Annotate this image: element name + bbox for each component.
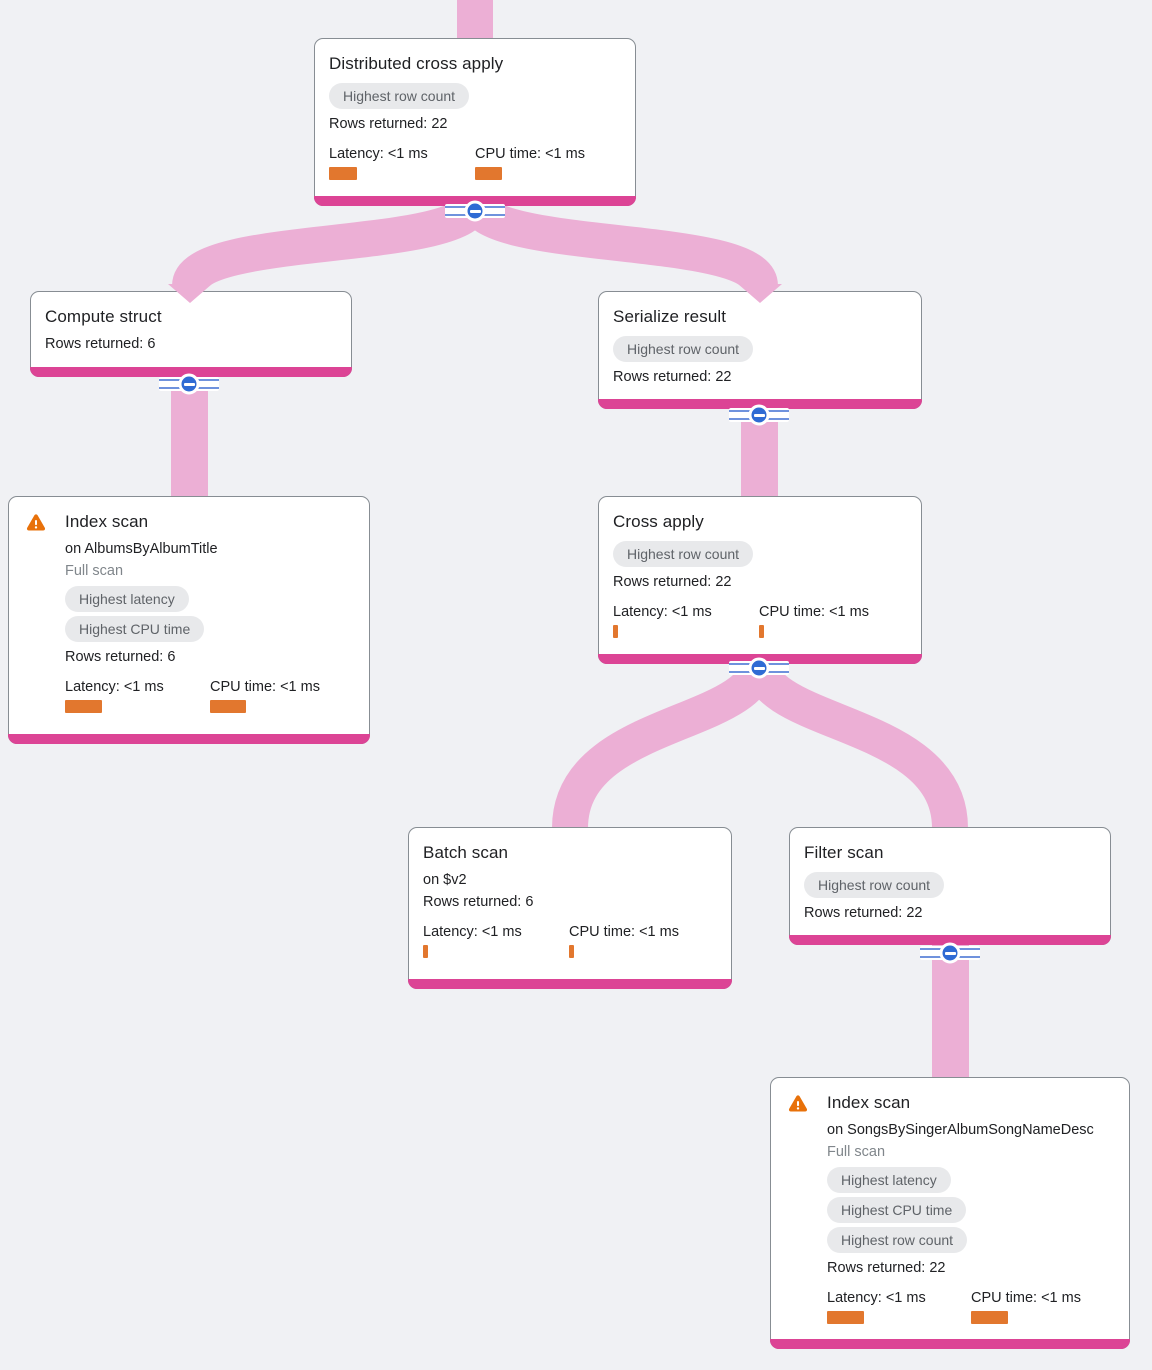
node-compute-struct[interactable]: Compute struct Rows returned: 6 [30, 291, 352, 377]
cpu-time-bar [569, 945, 574, 958]
cpu-time-bar [759, 625, 764, 638]
minus-icon [748, 404, 770, 426]
node-title: Distributed cross apply [329, 54, 504, 73]
rows-returned: Rows returned: 22 [329, 116, 448, 132]
scan-type: Full scan [65, 563, 124, 579]
node-accent-bar [30, 367, 352, 377]
collapse-button[interactable] [159, 371, 219, 397]
edge-to-index-scan-albums [171, 377, 208, 497]
cpu-time-label: CPU time: <1 ms [475, 146, 585, 162]
edge-arrow-compute-struct [168, 284, 212, 303]
edge-arrow-serialize-result [738, 284, 782, 303]
minus-icon [178, 373, 200, 395]
edge-to-serialize-result [457, 195, 778, 291]
node-distributed-cross-apply[interactable]: Distributed cross apply Highest row coun… [314, 38, 636, 206]
latency-label: Latency: <1 ms [423, 924, 522, 940]
node-accent-bar [770, 1339, 1130, 1349]
latency-bar [827, 1311, 864, 1324]
rows-returned: Rows returned: 22 [613, 574, 732, 590]
cpu-time-bar [475, 167, 502, 180]
cpu-time-label: CPU time: <1 ms [569, 924, 679, 940]
scan-type: Full scan [827, 1144, 886, 1160]
node-filter-scan[interactable]: Filter scan Highest row count Rows retur… [789, 827, 1111, 945]
scan-target: on SongsBySingerAlbumSongNameDesc [827, 1122, 1094, 1138]
node-title: Cross apply [613, 512, 704, 531]
latency-bar [423, 945, 428, 958]
edge-root-in [457, 0, 493, 42]
warning-icon [788, 1095, 808, 1112]
warning-icon [26, 514, 46, 531]
minus-icon [939, 942, 961, 964]
node-title: Index scan [827, 1093, 911, 1112]
node-accent-bar [408, 979, 732, 989]
rows-returned: Rows returned: 6 [45, 336, 156, 352]
cpu-time-label: CPU time: <1 ms [759, 604, 869, 620]
node-index-scan-songs[interactable]: Index scan on SongsBySingerAlbumSongName… [770, 1077, 1130, 1349]
cpu-time-bar [971, 1311, 1008, 1324]
cpu-time-label: CPU time: <1 ms [210, 679, 320, 695]
collapse-button[interactable] [445, 198, 505, 224]
rows-returned: Rows returned: 6 [65, 649, 176, 665]
highest-cpu-time-badge: Highest CPU time [65, 616, 205, 642]
node-batch-scan[interactable]: Batch scan on $v2 Rows returned: 6 Laten… [408, 827, 732, 989]
highest-row-count-badge: Highest row count [329, 83, 470, 109]
scan-target: on AlbumsByAlbumTitle [65, 541, 218, 557]
latency-label: Latency: <1 ms [613, 604, 712, 620]
node-title: Index scan [65, 512, 149, 531]
collapse-button[interactable] [729, 655, 789, 681]
latency-label: Latency: <1 ms [827, 1290, 926, 1306]
latency-label: Latency: <1 ms [65, 679, 164, 695]
node-cross-apply[interactable]: Cross apply Highest row count Rows retur… [598, 496, 922, 664]
highest-row-count-badge: Highest row count [804, 872, 945, 898]
cpu-time-bar [210, 700, 246, 713]
latency-bar [65, 700, 102, 713]
node-title: Compute struct [45, 307, 162, 326]
collapse-button[interactable] [729, 402, 789, 428]
edge-to-batch-scan [552, 657, 777, 830]
node-index-scan-albums[interactable]: Index scan on AlbumsByAlbumTitle Full sc… [8, 496, 370, 744]
highest-latency-badge: Highest latency [65, 586, 189, 612]
highest-row-count-badge: Highest row count [613, 336, 754, 362]
rows-returned: Rows returned: 22 [827, 1260, 946, 1276]
rows-returned: Rows returned: 22 [613, 369, 732, 385]
rows-returned: Rows returned: 6 [423, 894, 534, 910]
cpu-time-label: CPU time: <1 ms [971, 1290, 1081, 1306]
node-accent-bar [789, 935, 1111, 945]
latency-label: Latency: <1 ms [329, 146, 428, 162]
node-accent-bar [8, 734, 370, 744]
latency-bar [329, 167, 357, 180]
minus-icon [464, 200, 486, 222]
scan-target: on $v2 [423, 872, 467, 888]
highest-latency-badge: Highest latency [827, 1167, 951, 1193]
node-title: Filter scan [804, 843, 884, 862]
collapse-button[interactable] [920, 940, 980, 966]
node-accent-bar [598, 399, 922, 409]
edge-to-filter-scan [741, 657, 968, 830]
node-title: Batch scan [423, 843, 509, 862]
edge-to-compute-struct [172, 195, 493, 291]
node-serialize-result[interactable]: Serialize result Highest row count Rows … [598, 291, 922, 409]
minus-icon [748, 657, 770, 679]
highest-row-count-badge: Highest row count [613, 541, 754, 567]
node-title: Serialize result [613, 307, 727, 326]
latency-bar [613, 625, 618, 638]
highest-cpu-time-badge: Highest CPU time [827, 1197, 967, 1223]
highest-row-count-badge: Highest row count [827, 1227, 968, 1253]
rows-returned: Rows returned: 22 [804, 905, 923, 921]
edge-to-index-scan-songs [932, 945, 969, 1078]
